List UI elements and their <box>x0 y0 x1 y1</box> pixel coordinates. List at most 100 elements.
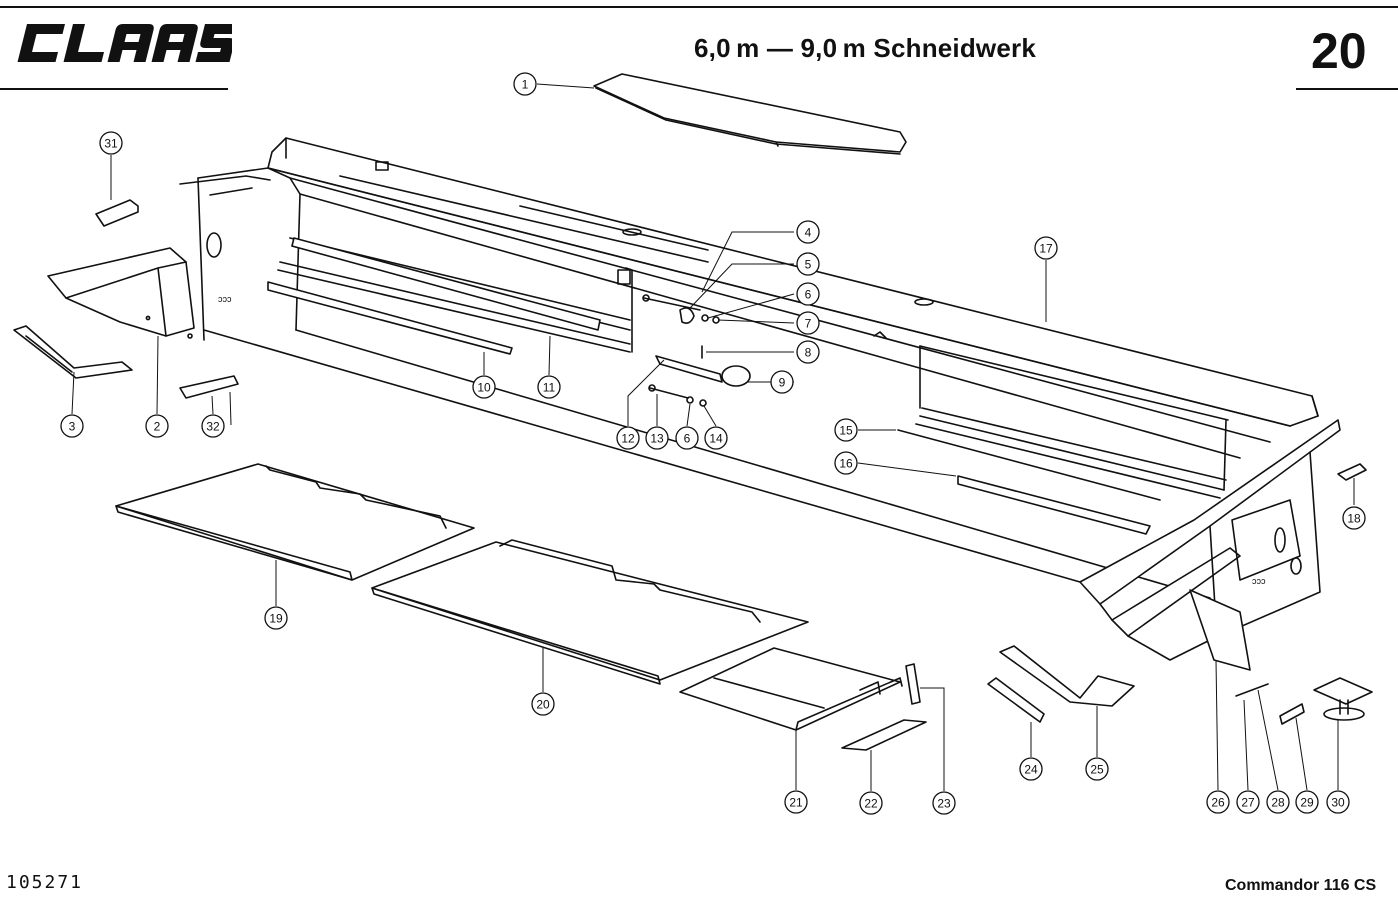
part-30-stand <box>1313 677 1373 721</box>
callout-1: 1 <box>513 72 537 96</box>
part-10-rail <box>267 281 513 355</box>
callout-12: 12 <box>616 426 640 450</box>
page-number: 20 <box>1311 23 1367 79</box>
callout-circle <box>704 426 728 450</box>
callout-17: 17 <box>1034 236 1058 260</box>
callout-label: 15 <box>839 424 853 438</box>
drawing-number: 105271 <box>6 872 84 893</box>
callout-circle <box>264 606 288 630</box>
part-21-tray <box>679 647 903 731</box>
callout-circle <box>796 220 820 244</box>
callout-circle <box>834 418 858 442</box>
callout-26: 26 <box>1206 790 1230 814</box>
callout-label: 6 <box>684 432 691 446</box>
hardware-group <box>642 294 751 407</box>
callout-circle <box>834 451 858 475</box>
part-18-clip <box>1337 463 1367 481</box>
callout-label: 7 <box>805 317 812 331</box>
callout-14: 14 <box>704 426 728 450</box>
part-15-rail <box>897 429 1161 501</box>
callout-circle <box>531 692 555 716</box>
callout-circle <box>645 426 669 450</box>
callout-circle <box>1019 757 1043 781</box>
callout-circle <box>513 72 537 96</box>
part-16-rail <box>957 475 1151 535</box>
callout-25: 25 <box>1085 757 1109 781</box>
part-31-clip <box>95 199 139 227</box>
callout-13: 13 <box>645 426 669 450</box>
callout-label: 11 <box>543 381 556 395</box>
part-2-side-bracket <box>47 247 195 339</box>
callout-label: 17 <box>1039 242 1053 256</box>
part-27-spring-pin <box>1235 683 1269 697</box>
callout-31: 31 <box>99 131 123 155</box>
callout-label: 29 <box>1300 796 1314 810</box>
part-22-plate <box>841 719 927 751</box>
callout-7: 7 <box>796 311 820 335</box>
callout-label: 4 <box>805 226 812 240</box>
part-32-clip <box>179 375 239 399</box>
callout-label: 25 <box>1090 763 1104 777</box>
callout-9: 9 <box>770 370 794 394</box>
part-1-cover-plate <box>593 73 907 155</box>
callout-19: 19 <box>264 606 288 630</box>
part-3-strap <box>13 325 133 379</box>
callout-circle <box>472 375 496 399</box>
callout-circle <box>932 791 956 815</box>
callout-21: 21 <box>784 790 808 814</box>
part-28-spring <box>1279 703 1305 725</box>
callout-label: 20 <box>536 698 550 712</box>
callout-label: 30 <box>1331 796 1345 810</box>
header-rule-brand <box>0 88 228 90</box>
callout-circle <box>796 340 820 364</box>
callout-label: 19 <box>269 612 283 626</box>
callout-label: 2 <box>154 420 161 434</box>
callout-24: 24 <box>1019 757 1043 781</box>
callout-circle <box>1295 790 1319 814</box>
callout-label: 8 <box>805 346 812 360</box>
callout-16: 16 <box>834 451 858 475</box>
callout-3: 3 <box>60 414 84 438</box>
callout-circle <box>537 375 561 399</box>
callout-5: 5 <box>796 252 820 276</box>
callout-6: 6 <box>675 426 699 450</box>
callout-label: 18 <box>1347 512 1361 526</box>
callout-circle <box>60 414 84 438</box>
header-rule-page <box>1296 88 1398 90</box>
callout-4: 4 <box>796 220 820 244</box>
callout-circle <box>201 414 225 438</box>
callout-circle <box>1206 790 1230 814</box>
callout-label: 5 <box>805 258 812 272</box>
callout-label: 16 <box>839 457 853 471</box>
callout-circle <box>1342 506 1366 530</box>
callout-label: 27 <box>1241 796 1255 810</box>
document-title: 6,0 m — 9,0 m Schneidwerk <box>694 33 1036 63</box>
callout-22: 22 <box>859 791 883 815</box>
callout-circle <box>99 131 123 155</box>
callout-label: 24 <box>1024 763 1038 777</box>
callout-label: 3 <box>69 420 76 434</box>
svg-text:ᴐᴐᴐ: ᴐᴐᴐ <box>218 294 232 304</box>
callout-label: 28 <box>1271 796 1285 810</box>
callout-15: 15 <box>834 418 858 442</box>
callout-circle <box>770 370 794 394</box>
callout-6: 6 <box>796 282 820 306</box>
callout-circle <box>1034 236 1058 260</box>
part-19-floor-plate <box>115 463 475 581</box>
callout-circle <box>675 426 699 450</box>
callout-label: 21 <box>789 796 803 810</box>
callout-circle <box>1326 790 1350 814</box>
svg-text:ᴐᴐᴐ: ᴐᴐᴐ <box>1252 576 1266 586</box>
callout-label: 32 <box>206 420 220 434</box>
callout-circle <box>145 414 169 438</box>
callout-circle <box>796 252 820 276</box>
callout-23: 23 <box>932 791 956 815</box>
callout-10: 10 <box>472 375 496 399</box>
callout-28: 28 <box>1266 790 1290 814</box>
callout-label: 23 <box>937 797 951 811</box>
callout-32: 32 <box>201 414 225 438</box>
part-24-bracket <box>987 677 1045 723</box>
callout-8: 8 <box>796 340 820 364</box>
